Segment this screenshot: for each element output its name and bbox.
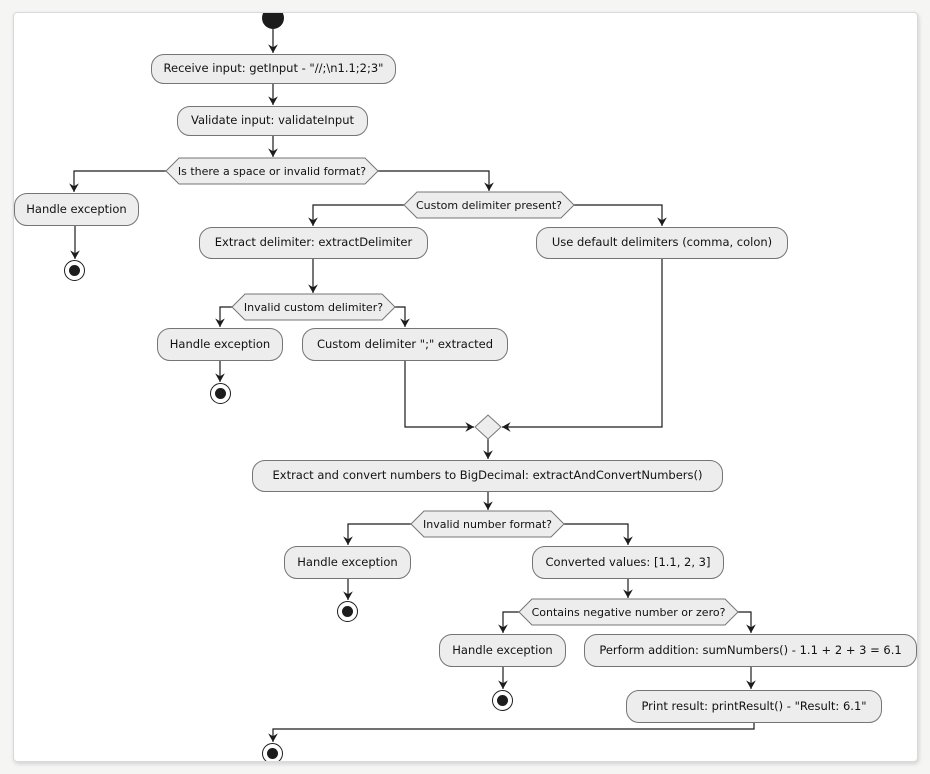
edge-default-to-merge <box>502 259 663 432</box>
edge-extracted-to-merge <box>404 361 474 432</box>
activity-perform-addition: Perform addition: sumNumbers() - 1.1 + 2… <box>584 634 917 667</box>
end-node-dot <box>342 606 353 617</box>
edge-decision5-to-handle4 <box>498 611 519 633</box>
merge-diamond <box>474 414 502 440</box>
end-node-final <box>262 743 283 761</box>
connector-layer <box>69 29 756 742</box>
end-node-dot <box>267 748 278 759</box>
activity-validate-input: Validate input: validateInput <box>177 106 368 136</box>
edge-decision2-to-default <box>574 204 667 226</box>
end-node-1 <box>64 260 85 281</box>
activity-handle-exception-1: Handle exception <box>14 193 139 226</box>
decision-custom-present-shape <box>403 191 575 219</box>
edge-decision1-to-handle1 <box>69 170 166 192</box>
decision-invalid-custom-label: Invalid custom delimiter? <box>243 300 384 314</box>
decision-negative-or-zero-label: Contains negative number or zero? <box>531 605 726 619</box>
edge-print-to-end5 <box>268 723 755 742</box>
activity-receive-input: Receive input: getInput - "//;\n1.1;2;3" <box>151 54 396 84</box>
decision-custom-present-label: Custom delimiter present? <box>415 198 563 212</box>
edge-decision3-to-handle2 <box>215 306 232 327</box>
activity-handle-exception-4: Handle exception <box>439 634 566 667</box>
activity-extract-delimiter: Extract delimiter: extractDelimiter <box>199 227 428 259</box>
edge-decision5-to-perform <box>738 611 756 633</box>
activity-handle-exception-2: Handle exception <box>157 328 283 361</box>
decision-space-or-invalid-label: Is there a space or invalid format? <box>177 164 367 178</box>
start-node <box>262 13 284 29</box>
activity-print-result: Print result: printResult() - "Result: 6… <box>626 690 882 723</box>
activity-handle-exception-3: Handle exception <box>284 546 411 579</box>
edge-decision4-to-converted <box>564 523 633 545</box>
end-node-dot <box>215 388 226 399</box>
end-node-3 <box>337 601 358 622</box>
decision-invalid-number-label: Invalid number format? <box>422 517 553 531</box>
decision-negative-or-zero-shape <box>518 598 739 626</box>
edge-decision3-to-extracted <box>395 306 410 327</box>
end-node-dot <box>497 695 508 706</box>
edge-decision2-to-extract <box>308 204 404 226</box>
activity-extract-and-convert: Extract and convert numbers to BigDecima… <box>252 460 723 492</box>
decision-invalid-number-shape <box>410 510 565 538</box>
decision-space-or-invalid-shape <box>165 157 379 185</box>
activity-use-default-delimiters: Use default delimiters (comma, colon) <box>536 227 788 259</box>
edge-decision4-to-handle3 <box>343 523 411 545</box>
end-node-4 <box>492 690 513 711</box>
end-node-2 <box>210 383 231 404</box>
decision-invalid-custom-shape <box>231 293 396 321</box>
edge-decision1-to-decision2 <box>378 170 494 191</box>
activity-custom-delimiter-extracted: Custom delimiter ";" extracted <box>302 328 508 361</box>
diagram-page: Receive input: getInput - "//;\n1.1;2;3"… <box>13 12 918 762</box>
end-node-dot <box>69 265 80 276</box>
activity-converted-values: Converted values: [1.1, 2, 3] <box>532 546 724 579</box>
